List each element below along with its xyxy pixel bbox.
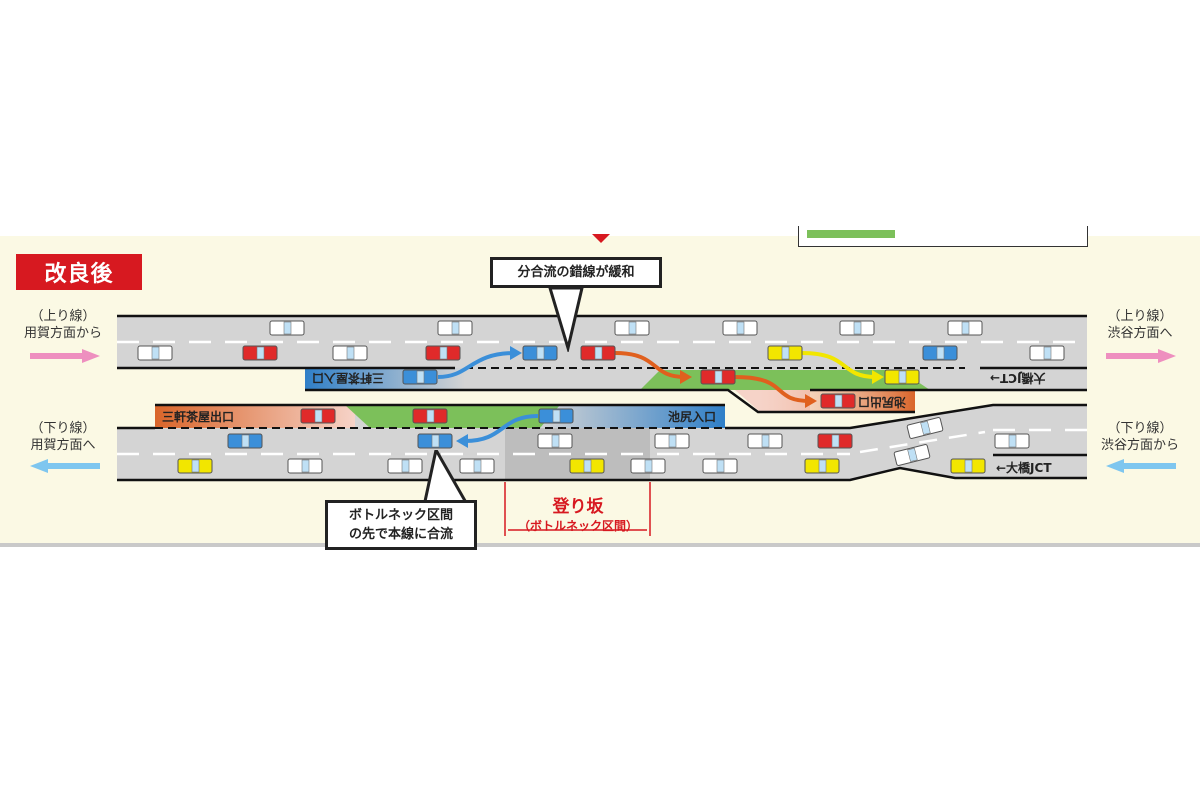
car-icon — [767, 345, 803, 361]
place-label: 用賀方面から — [23, 326, 102, 341]
car-icon — [922, 345, 958, 361]
car-icon — [538, 408, 574, 424]
car-icon — [884, 369, 920, 385]
car-icon — [817, 433, 853, 449]
car-icon — [804, 458, 840, 474]
car-icon — [1029, 345, 1065, 361]
car-icon — [569, 458, 605, 474]
car-icon — [137, 345, 173, 361]
car-icon — [437, 320, 473, 336]
left-arrow-icon — [1106, 459, 1176, 473]
car-icon — [177, 458, 213, 474]
line-label: （下り線） — [1107, 421, 1173, 436]
legend-green-swatch — [807, 230, 895, 238]
car-icon — [332, 345, 368, 361]
car-icon — [300, 408, 336, 424]
car-icon — [614, 320, 650, 336]
place-label: 渋谷方面から — [1100, 438, 1179, 453]
car-icon — [417, 433, 453, 449]
callout-line: ボトルネック区間 — [348, 508, 453, 523]
right-arrow-icon — [1106, 349, 1176, 363]
legend-box — [798, 226, 1088, 247]
car-icon — [950, 458, 986, 474]
car-icon — [994, 433, 1030, 449]
direction-up-destination: （上り線） 渋谷方面へ — [1090, 308, 1190, 342]
car-icon — [402, 369, 438, 385]
callout-pointer — [548, 288, 584, 352]
car-icon — [839, 320, 875, 336]
line-label: （上り線） — [30, 309, 96, 324]
direction-down-destination: （下り線） 用賀方面へ — [13, 420, 113, 454]
right-arrow-icon — [30, 349, 100, 363]
car-icon — [700, 369, 736, 385]
car-icon — [580, 345, 616, 361]
direction-down-origin: （下り線） 渋谷方面から — [1090, 420, 1190, 454]
car-icon — [654, 433, 690, 449]
car-icon — [287, 458, 323, 474]
car-icon — [242, 345, 278, 361]
car-icon — [947, 320, 983, 336]
car-icon — [522, 345, 558, 361]
slope-label: 登り坂 — [552, 497, 604, 517]
car-icon — [537, 433, 573, 449]
ramp-label-ikejiri-entrance: 池尻入口 — [668, 410, 717, 424]
ramp-label-ohashi-jct-down: ←大橋JCT — [996, 461, 1052, 475]
pointer-triangle-icon — [592, 234, 610, 243]
left-arrow-icon — [30, 459, 100, 473]
ramp-label-sangenjaya-exit: 三軒茶屋出口 — [162, 410, 235, 424]
line-label: （下り線） — [30, 421, 96, 436]
callout-weaving-relieved: 分合流の錯線が緩和 — [490, 257, 662, 288]
car-icon — [387, 458, 423, 474]
divider — [0, 543, 1200, 547]
car-icon — [702, 458, 738, 474]
slope-sublabel: （ボトルネック区間） — [517, 519, 638, 533]
car-icon — [630, 458, 666, 474]
direction-up-origin: （上り線） 用賀方面から — [13, 308, 113, 342]
car-icon — [906, 417, 944, 439]
slope-annotation: 登り坂 （ボトルネック区間） — [505, 492, 651, 534]
section-title: 改良後 — [16, 254, 142, 290]
callout-merge-after-bottleneck: ボトルネック区間の先で本線に合流 — [325, 500, 477, 550]
ramp-label-ikejiri-exit: 池尻出口 — [858, 395, 907, 409]
car-icon — [269, 320, 305, 336]
car-icon — [459, 458, 495, 474]
callout-line: の先で本線に合流 — [348, 527, 453, 542]
car-icon — [425, 345, 461, 361]
car-icon — [747, 433, 783, 449]
car-icon — [412, 408, 448, 424]
place-label: 渋谷方面へ — [1107, 326, 1173, 341]
ramp-label-sangenjaya-entrance: 三軒茶屋入口 — [312, 371, 385, 385]
car-icon — [820, 393, 856, 409]
car-icon — [722, 320, 758, 336]
car-icon — [893, 444, 931, 466]
line-label: （上り線） — [1107, 309, 1173, 324]
car-icon — [227, 433, 263, 449]
place-label: 用賀方面へ — [30, 438, 96, 453]
ramp-label-ohashi-jct-up: 大橋JCT→ — [990, 371, 1046, 385]
